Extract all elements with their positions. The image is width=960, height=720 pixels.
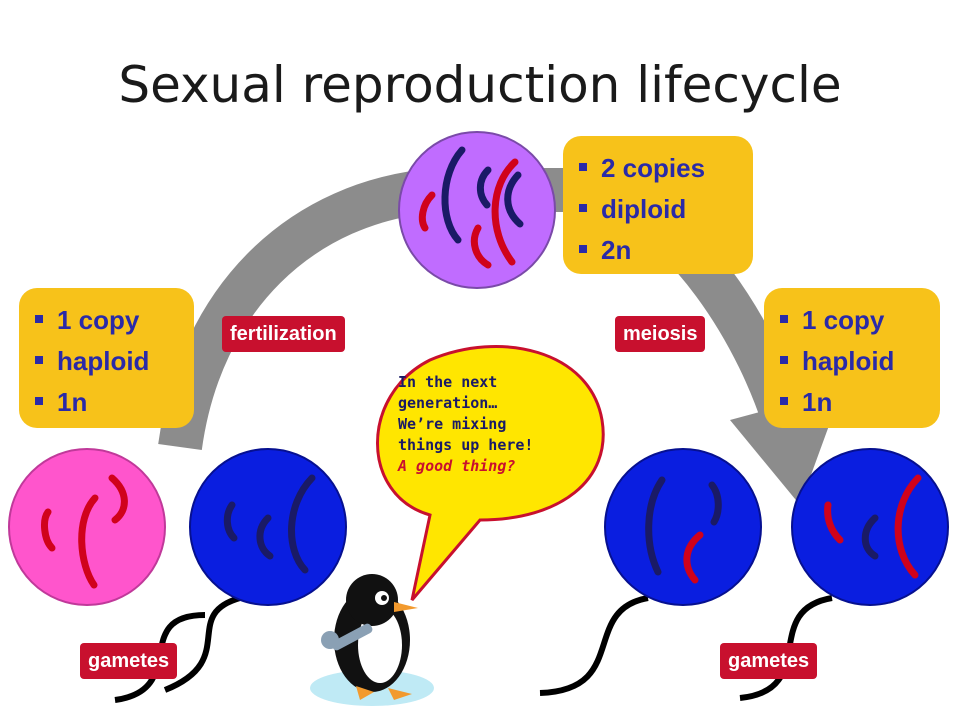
info-item: 1 copy (780, 300, 930, 341)
tail-2 (163, 595, 241, 693)
speech-text: In the next generation… We’re mixing thi… (398, 372, 598, 477)
tail-3 (539, 595, 649, 696)
blue-gamete-1 (189, 448, 347, 606)
chromosome (645, 476, 666, 576)
chromosome (78, 494, 99, 589)
speech-question: A good thing? (398, 457, 516, 475)
chromosome (504, 171, 524, 228)
info-box-haploid-right: 1 copy haploid 1n (764, 288, 940, 428)
speech-line: things up here! (398, 436, 534, 454)
page-title: Sexual reproduction lifecycle (118, 56, 842, 114)
label-meiosis: meiosis (615, 316, 706, 352)
label-gametes-right: gametes (720, 643, 818, 679)
diploid-cell (398, 131, 556, 289)
chromosome (256, 514, 274, 560)
info-box-haploid-left: 1 copy haploid 1n (19, 288, 194, 428)
chromosome (708, 481, 722, 526)
speech-bubble (376, 345, 605, 601)
info-item: diploid (579, 189, 743, 230)
info-item: haploid (35, 341, 184, 382)
speech-line: generation… (398, 394, 498, 412)
info-item: 1n (35, 382, 184, 423)
chromosome (441, 146, 466, 244)
chromosome (108, 474, 128, 524)
chromosome (41, 508, 56, 552)
chromosome (861, 514, 879, 560)
speech-line: In the next (398, 373, 498, 391)
info-item: 1 copy (35, 300, 184, 341)
info-item: 1n (780, 382, 930, 423)
blue-gamete-2 (604, 448, 762, 606)
info-item: 2 copies (579, 148, 743, 189)
pink-gamete (8, 448, 166, 606)
chromosome (223, 501, 238, 542)
info-item: 2n (579, 230, 743, 271)
chromosome (894, 474, 922, 579)
chromosome (491, 158, 519, 266)
chromosome (683, 531, 704, 584)
speech-line: We’re mixing (398, 415, 507, 433)
info-box-diploid: 2 copies diploid 2n (563, 136, 753, 274)
penguin-with-wrench-icon (310, 574, 434, 706)
chromosome (418, 191, 436, 232)
label-fertilization: fertilization (222, 316, 345, 352)
chromosome (470, 224, 492, 269)
chromosome (288, 474, 316, 574)
chromosome (824, 501, 844, 544)
label-gametes-left: gametes (80, 643, 178, 679)
chromosome (476, 166, 492, 209)
info-item: haploid (780, 341, 930, 382)
